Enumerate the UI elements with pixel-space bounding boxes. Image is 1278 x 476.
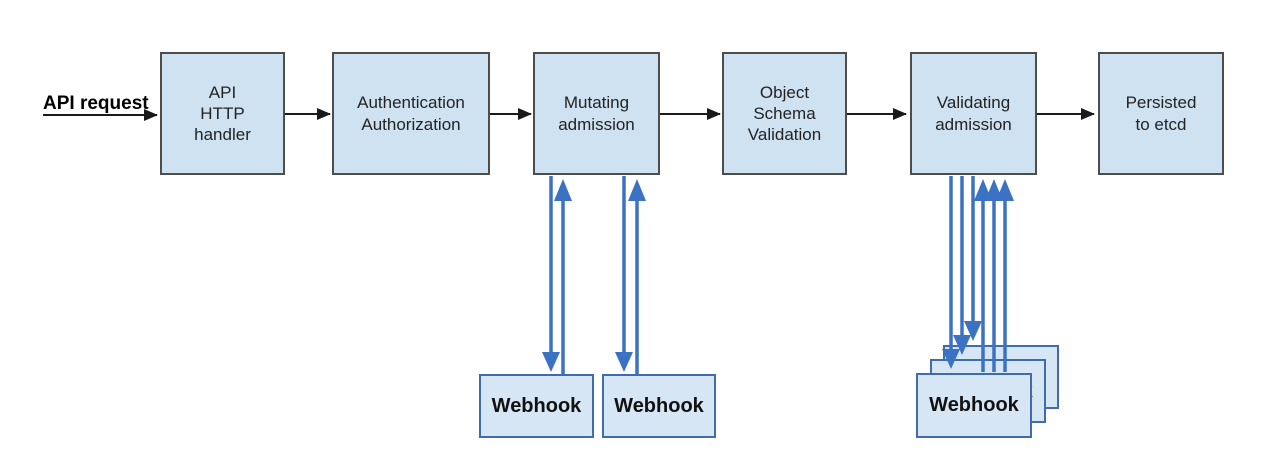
validating-webhook-down-arrow-2 bbox=[953, 176, 971, 355]
mutating-webhook1-down-arrow bbox=[542, 176, 560, 372]
node-persisted-to-etcd-label: Persisted to etcd bbox=[1125, 93, 1197, 134]
node-object-schema-validation-label: Object Schema Validation bbox=[747, 82, 822, 145]
validating-webhook-up-arrow-3 bbox=[996, 179, 1014, 372]
validating-webhook-front-label: Webhook bbox=[929, 394, 1019, 416]
validating-webhook-down-arrow-1 bbox=[942, 176, 960, 369]
api-request-label: API request bbox=[43, 93, 149, 114]
node-object-schema-validation: Object Schema Validation bbox=[722, 52, 847, 175]
node-validating-admission: Validating admission bbox=[910, 52, 1037, 175]
validating-webhook-box-front: Webhook bbox=[916, 373, 1032, 438]
node-authentication-authorization-label: Authentication Authorization bbox=[357, 93, 465, 134]
validating-webhook-up-arrow-2 bbox=[985, 179, 1003, 372]
node-validating-admission-label: Validating admission bbox=[935, 93, 1012, 134]
mutating-webhook2-down-arrow bbox=[615, 176, 633, 372]
validating-webhook-down-arrow-3 bbox=[964, 176, 982, 341]
node-authentication-authorization: Authentication Authorization bbox=[332, 52, 490, 175]
node-api-http-handler-label: API HTTP handler bbox=[194, 82, 251, 145]
mutating-webhook-box-1: Webhook bbox=[479, 374, 594, 438]
mutating-webhook-1-label: Webhook bbox=[491, 394, 582, 417]
mutating-webhook-2-label: Webhook bbox=[614, 394, 704, 417]
node-mutating-admission: Mutating admission bbox=[533, 52, 660, 175]
node-mutating-admission-label: Mutating admission bbox=[558, 93, 635, 134]
validating-webhook-up-arrow-1 bbox=[974, 179, 992, 372]
mutating-webhook1-up-arrow bbox=[554, 179, 572, 374]
mutating-webhook-box-2: Webhook bbox=[602, 374, 716, 438]
node-api-http-handler: API HTTP handler bbox=[160, 52, 285, 175]
mutating-webhook2-up-arrow bbox=[628, 179, 646, 374]
node-persisted-to-etcd: Persisted to etcd bbox=[1098, 52, 1224, 175]
